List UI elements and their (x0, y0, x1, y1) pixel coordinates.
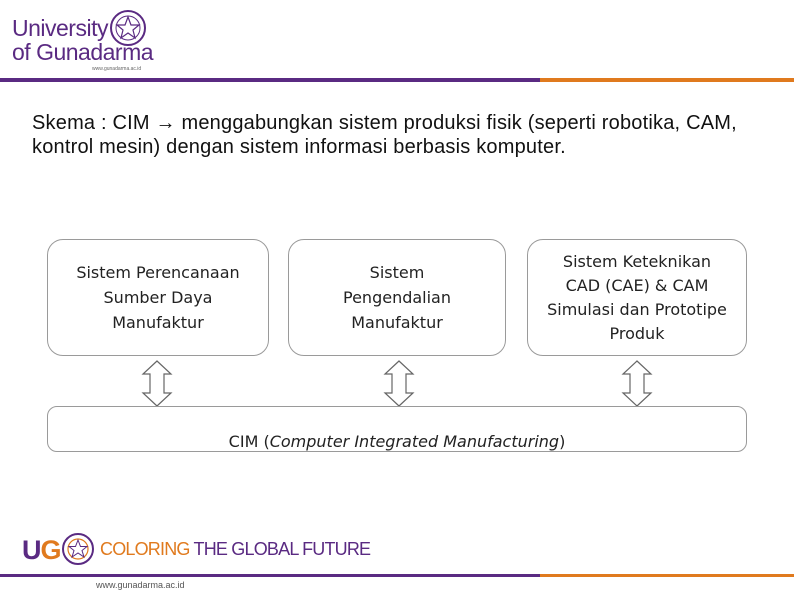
footer-seal-icon (62, 533, 94, 565)
footer-rule (0, 574, 794, 577)
university-seal-icon (110, 10, 146, 46)
cim-suffix: ) (559, 432, 566, 451)
logo-line-1: University (12, 15, 108, 41)
double-arrow-icon (383, 360, 415, 407)
ug-g: G (40, 535, 62, 565)
logo-url: www.gunadarma.ac.id (92, 66, 142, 72)
ug-logo: UG (22, 535, 62, 566)
box-keteknikan: Sistem Keteknikan CAD (CAE) & CAM Simula… (527, 239, 747, 356)
tagline-colored: COLORING (100, 539, 190, 559)
box-pengendalian: Sistem Pengendalian Manufaktur (288, 239, 506, 356)
header-rule (0, 78, 794, 82)
cim-prefix: CIM ( (228, 432, 270, 451)
double-arrow-icon (141, 360, 173, 407)
box-perencanaan: Sistem Perencanaan Sumber Daya Manufaktu… (47, 239, 269, 356)
ug-u: U (22, 535, 41, 565)
cim-italic: Computer Integrated Manufacturing (269, 432, 560, 451)
tagline-rest: THE GLOBAL FUTURE (189, 539, 372, 559)
box-cim: CIM (Computer Integrated Manufacturing) (47, 406, 747, 452)
page-title: Skema : CIM → menggabungkan sistem produ… (32, 112, 737, 158)
double-arrow-icon (621, 360, 653, 407)
tagline: COLORING THE GLOBAL FUTURE (100, 539, 372, 560)
footer-url: www.gunadarma.ac.id (96, 580, 185, 590)
